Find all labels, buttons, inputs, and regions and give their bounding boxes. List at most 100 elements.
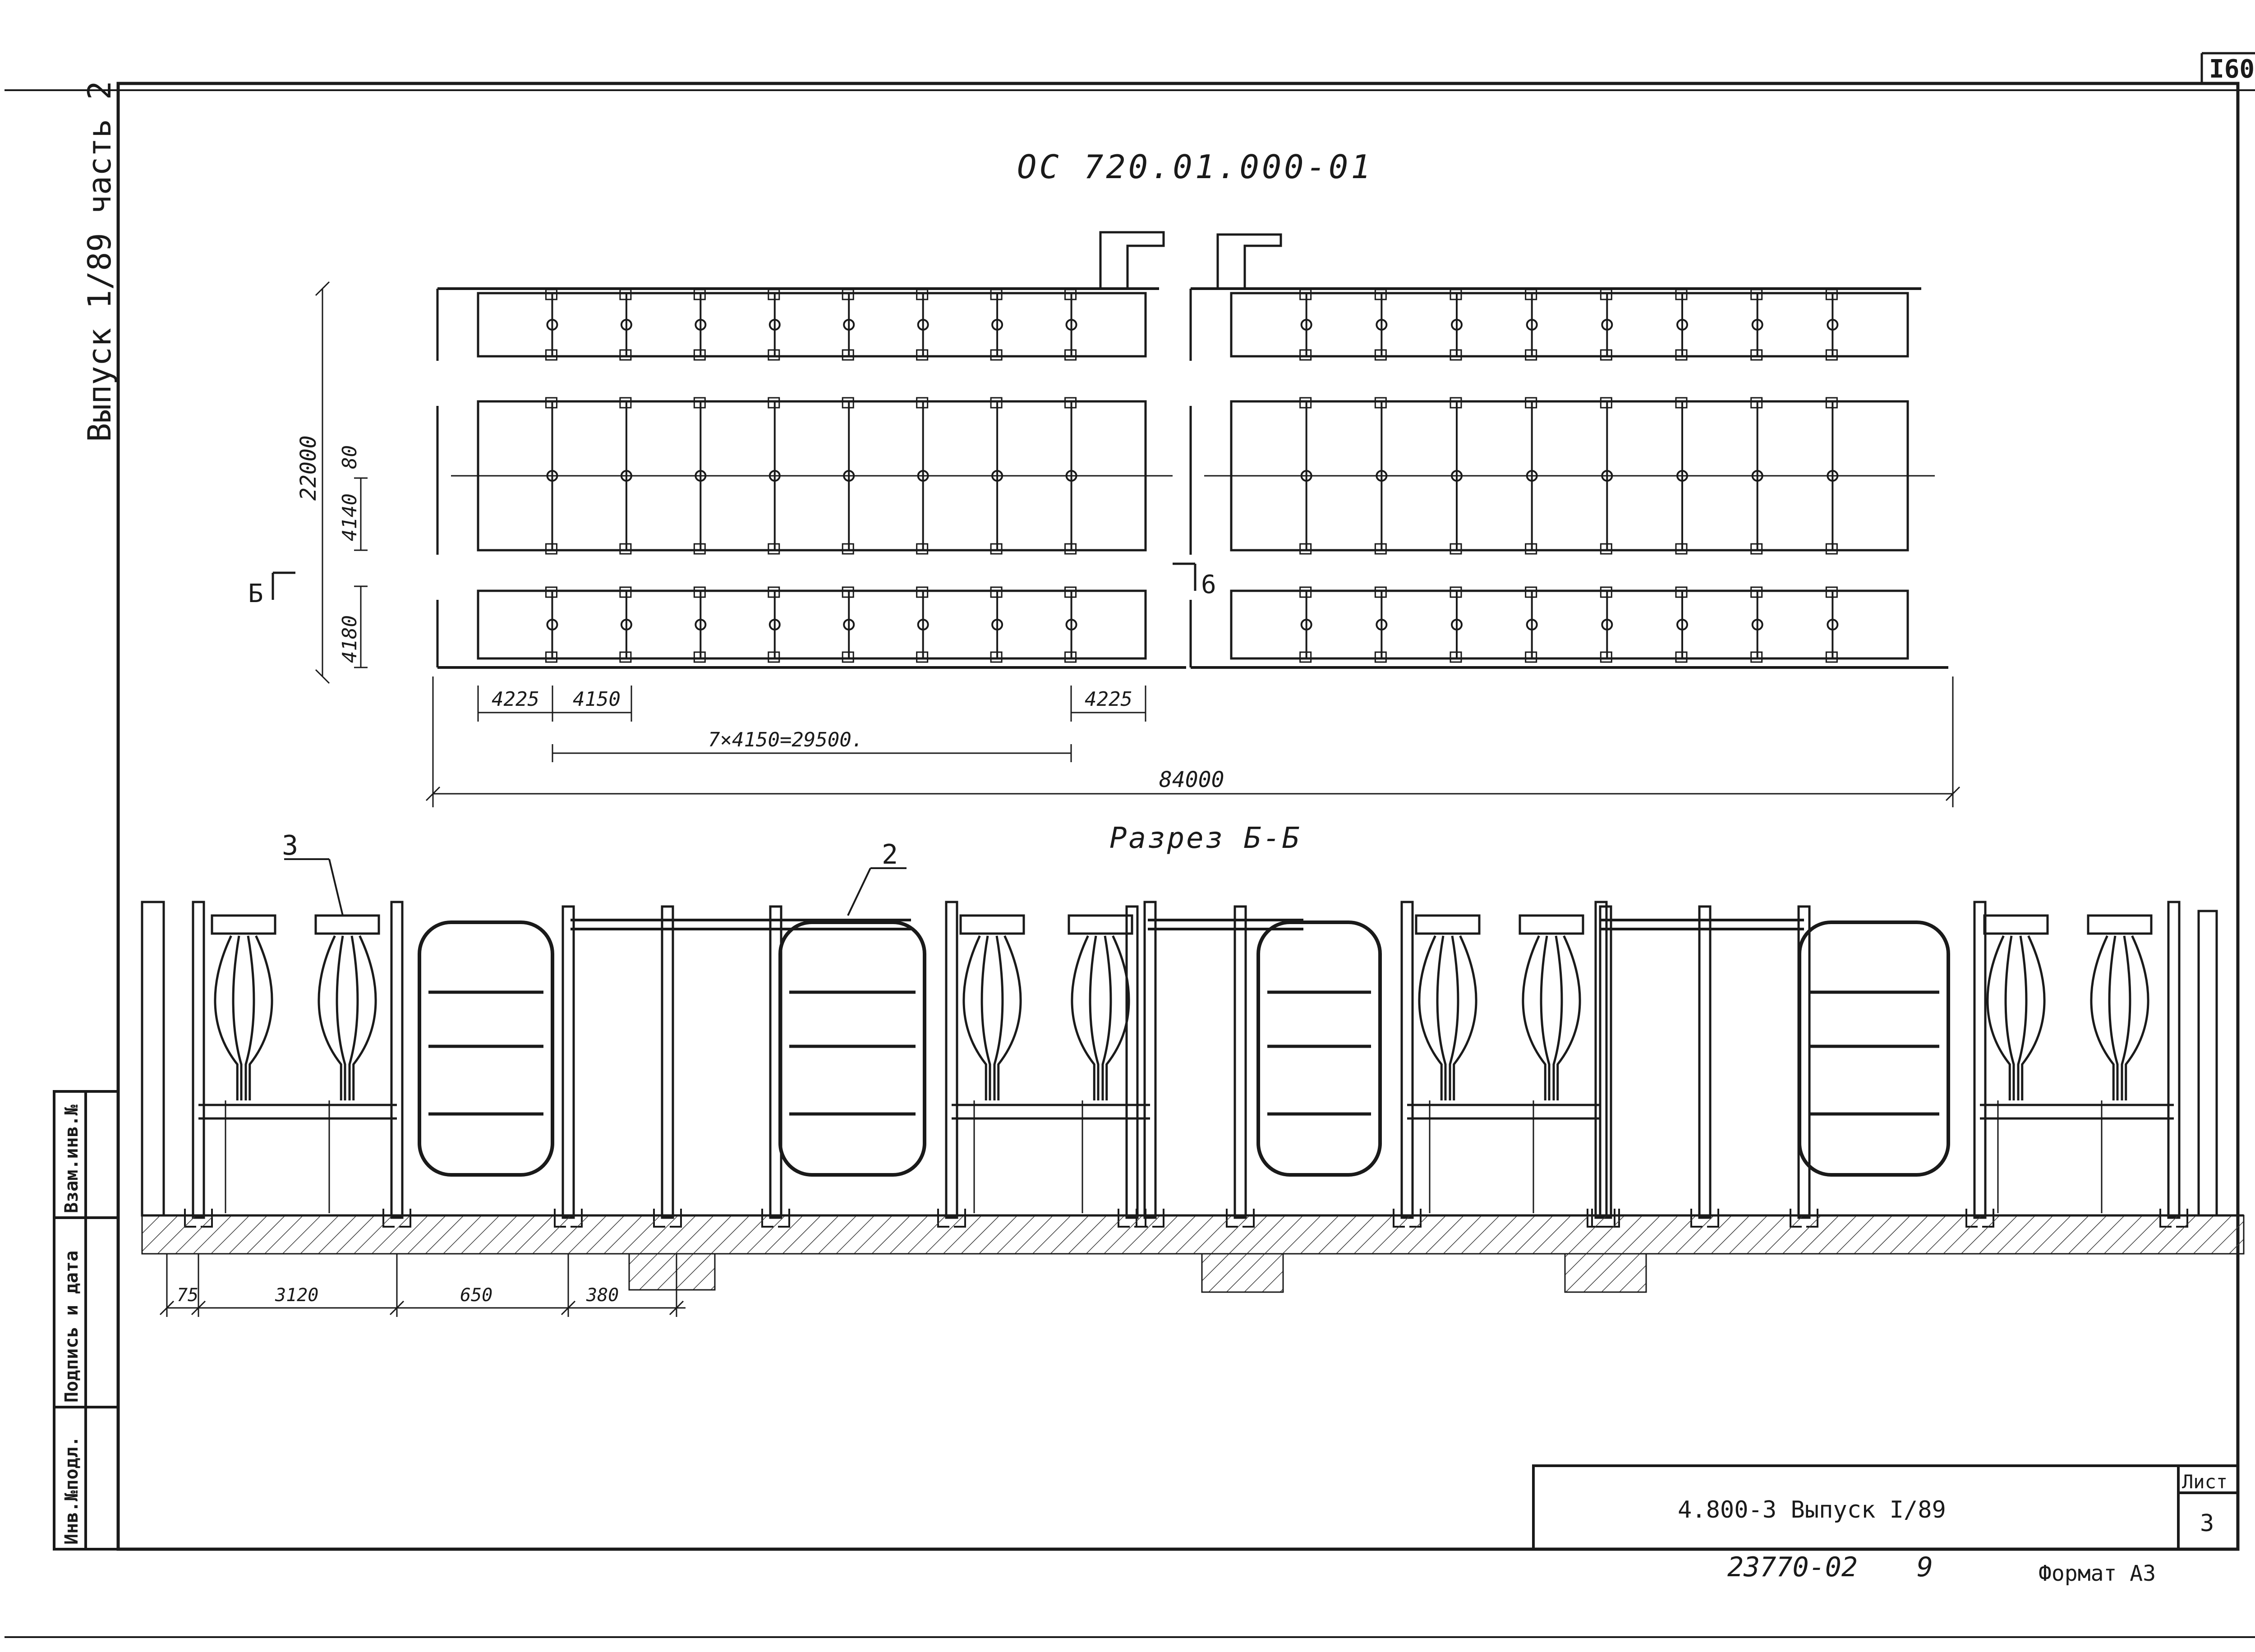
plan-post-block	[1750, 397, 1763, 409]
section-post	[1973, 901, 1987, 1219]
milking-tube	[214, 935, 239, 1100]
dim-mid-height: 4140	[338, 493, 361, 541]
milking-tube	[1436, 935, 1447, 1100]
section-post	[561, 905, 575, 1219]
plan-post-block	[1299, 289, 1312, 300]
section-post	[2167, 901, 2181, 1219]
plan-post-block	[990, 397, 1003, 409]
sheet-frame	[5, 52, 2255, 1638]
plan-post-block	[619, 289, 632, 300]
plan-post-block	[990, 543, 1003, 555]
plan-post-block	[916, 289, 929, 300]
plan-post-block	[842, 289, 854, 300]
milking-tube	[1522, 935, 1546, 1100]
plan-post-block	[842, 651, 854, 663]
section-dim-75: 75	[177, 1285, 198, 1306]
entry-gate	[1798, 920, 1950, 1177]
plan-post-block	[1525, 651, 1537, 663]
plan-post-block	[768, 651, 780, 663]
plan-post-block	[1374, 397, 1387, 409]
dim-small-gap: 80	[338, 445, 361, 469]
plan-post-block	[1675, 397, 1688, 409]
plan-post-block	[1525, 289, 1537, 300]
milking-tube	[336, 935, 346, 1100]
section-dim-650: 650	[460, 1285, 492, 1306]
plan-post-block	[1750, 543, 1763, 555]
plan-post-block	[545, 349, 557, 361]
plan-milking-cup	[769, 619, 781, 630]
plan-post-block	[1450, 397, 1462, 409]
plan-post-block	[768, 586, 780, 598]
plan-post-block	[1374, 543, 1387, 555]
plan-post-block	[916, 397, 929, 409]
section-post	[1125, 905, 1139, 1219]
plan-stall-row	[1230, 292, 1909, 358]
section-post	[661, 905, 674, 1219]
plan-post-block	[693, 349, 706, 361]
plan-post-block	[842, 543, 854, 555]
plan-stall-row	[477, 292, 1147, 358]
milking-claw	[959, 914, 1025, 935]
plan-post-block	[1675, 349, 1688, 361]
milking-tube	[1089, 935, 1100, 1100]
milking-claw	[1068, 914, 1133, 935]
milking-tube	[2121, 935, 2131, 1100]
plan-milking-cup	[843, 319, 855, 331]
dim-bay: 4150	[573, 688, 621, 711]
entry-gate	[418, 920, 554, 1177]
entry-gate	[778, 920, 926, 1177]
plan-post-block	[768, 397, 780, 409]
milking-claw	[1519, 914, 1584, 935]
section-post	[192, 901, 205, 1219]
dim-end-right: 4225	[1085, 688, 1132, 711]
plan-post-block	[1600, 349, 1612, 361]
plan-post-block	[768, 349, 780, 361]
plan-milking-cup	[1751, 619, 1763, 630]
plan-stairs	[1099, 231, 1282, 289]
format-label: Формат А3	[2039, 1561, 2156, 1586]
milking-tube	[1552, 935, 1563, 1100]
plan-post-block	[990, 651, 1003, 663]
milking-tube	[2004, 935, 2015, 1100]
plan-post-block	[768, 289, 780, 300]
plan-milking-cup	[1827, 619, 1839, 630]
plan-post-block	[693, 586, 706, 598]
section-units	[184, 901, 2188, 1228]
plan-post-block	[1299, 397, 1312, 409]
section-post	[1698, 905, 1712, 1219]
plan-milking-cup	[917, 319, 929, 331]
milking-tube	[249, 935, 273, 1100]
archive-suffix: 9	[1917, 1551, 1933, 1583]
section-top-rail	[571, 919, 1804, 930]
milking-claw	[211, 914, 276, 935]
plan-post-block	[916, 543, 929, 555]
dim-bays-total: 7×4150=29500.	[708, 728, 863, 751]
milking-tube	[1540, 935, 1551, 1100]
plan-post-block	[545, 651, 557, 663]
plan-milking-cup	[1300, 619, 1312, 630]
plan-milking-cup	[1676, 319, 1688, 331]
plan-milking-cup	[1065, 319, 1077, 331]
plan-milking-cup	[546, 619, 558, 630]
plan-post-block	[842, 349, 854, 361]
plan-post-block	[693, 543, 706, 555]
plan-milking-cup	[620, 319, 632, 331]
dim-overall-length: 84000	[1159, 767, 1224, 792]
plan-milking-cup	[1300, 319, 1312, 331]
plan-milking-cup	[1526, 319, 1538, 331]
section-post	[1233, 905, 1247, 1219]
plan-post-block	[1450, 543, 1462, 555]
plan-post-block	[1825, 651, 1838, 663]
plan-milking-cup	[1526, 619, 1538, 630]
title-block	[1532, 1464, 2239, 1551]
callout-2: 2	[882, 839, 898, 870]
milking-tube	[1453, 935, 1477, 1100]
plan-post-block	[1825, 349, 1838, 361]
plan-post-block	[545, 289, 557, 300]
milking-tube	[1101, 935, 1112, 1100]
milking-claw	[1983, 914, 2049, 935]
plan-post-block	[619, 651, 632, 663]
milking-tube	[1418, 935, 1443, 1100]
milking-tube	[997, 935, 1022, 1100]
